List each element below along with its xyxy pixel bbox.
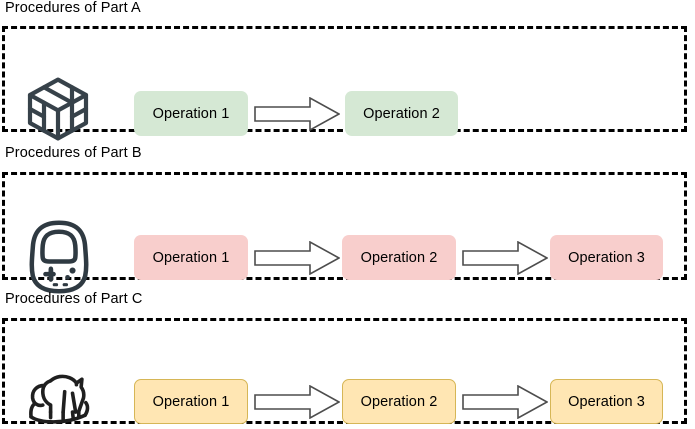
handheld-console-icon [24,219,94,295]
dashed-container-part-c: Operation 1 Operation 2 Operation [2,318,687,424]
dashed-container-part-a: Operation 1 Operation 2 [2,26,687,141]
section-part-c: Procedures of Part C [0,291,695,426]
operation-label: Operation 1 [152,105,230,122]
cube-icon [22,73,94,145]
operation-box-c-1[interactable]: Operation 1 [134,379,248,424]
section-part-b: Procedures of Part B [0,145,695,294]
flow-arrow-c-2 [462,385,548,419]
section-label-part-c: Procedures of Part C [5,291,143,307]
flow-arrow-b-2 [462,241,548,275]
rocking-horse-icon [23,367,97,429]
operation-box-c-2[interactable]: Operation 2 [342,379,456,424]
operation-label: Operation 3 [568,393,645,410]
operation-label: Operation 2 [360,249,438,266]
section-part-a: Procedures of Part A [0,0,695,141]
flow-arrow-b-1 [254,241,340,275]
operation-box-b-3[interactable]: Operation 3 [550,235,663,280]
operation-box-a-2[interactable]: Operation 2 [345,91,458,136]
operation-label: Operation 1 [152,393,230,410]
section-label-part-a: Procedures of Part A [5,0,141,16]
operation-box-c-3[interactable]: Operation 3 [550,379,663,424]
flow-arrow-c-1 [254,385,340,419]
dashed-container-part-b: Operation 1 Operation 2 Operation [2,172,687,294]
operation-box-b-1[interactable]: Operation 1 [134,235,248,280]
operation-label: Operation 2 [360,393,438,410]
operation-label: Operation 2 [363,105,440,122]
operation-box-b-2[interactable]: Operation 2 [342,235,456,280]
operation-label: Operation 1 [152,249,230,266]
operation-label: Operation 3 [568,249,645,266]
operation-box-a-1[interactable]: Operation 1 [134,91,248,136]
flow-arrow-a-1 [254,97,340,131]
section-label-part-b: Procedures of Part B [5,145,142,161]
